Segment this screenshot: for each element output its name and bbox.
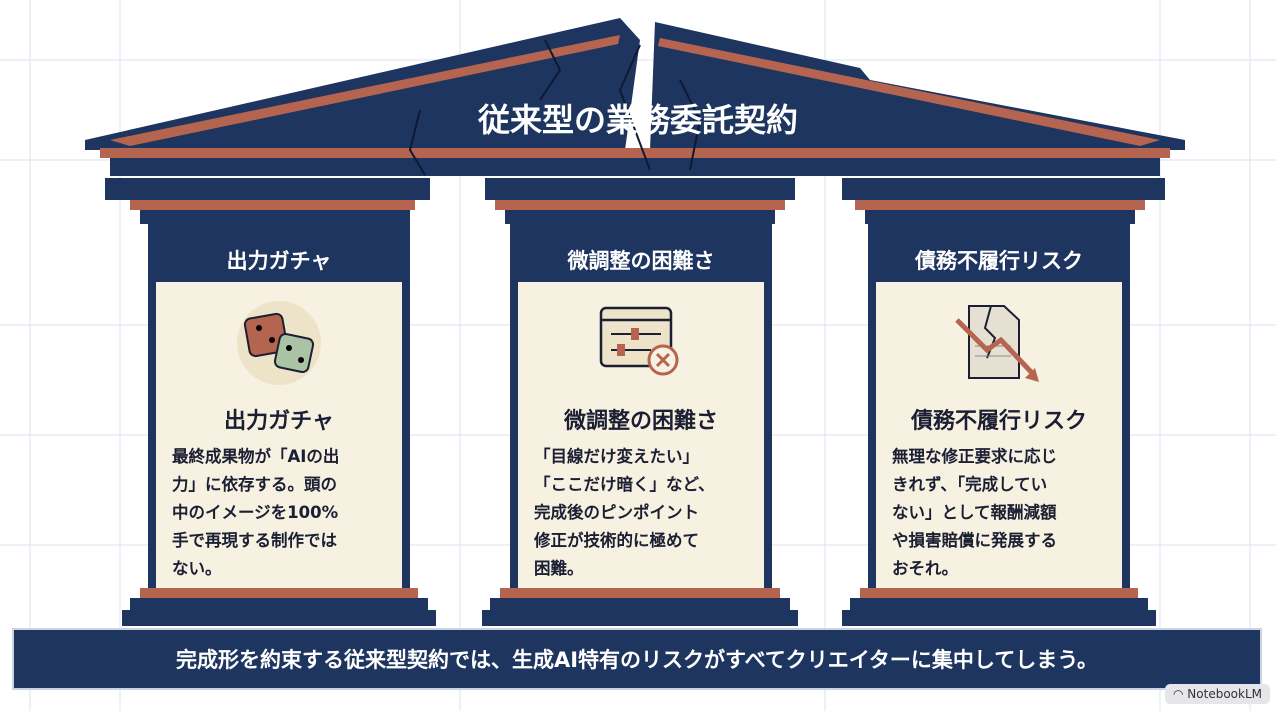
pillar-subtitle: 微調整の困難さ [563, 409, 718, 434]
conclusion-banner: 完成形を約束する従来型契約では、生成AI特有のリスクがすべてクリエイターに集中し… [12, 628, 1262, 690]
pillar-subtitle: 出力ガチャ [224, 409, 334, 434]
pillar-body: 無理な修正要求に応じ きれず、「完成してい ない」として報酬減額 や損害賠償に発… [892, 447, 1057, 578]
pillar-panel: 微調整の困難さ 「目線だけ変えたい」 「ここだけ暗く」など、 完成後のピンポイン… [518, 282, 764, 588]
pillar-header: 微調整の困難さ [518, 238, 764, 282]
page-title: 従来型の業務委託契約 [477, 101, 798, 139]
pillar-body: 最終成果物が「AIの出 力」に依存する。頭の 中のイメージを100% 手で再現す… [172, 447, 340, 578]
pillar-header: 債務不履行リスク [876, 238, 1122, 282]
slider-window-cancel-icon [518, 282, 764, 395]
pillar-body: 「目線だけ変えたい」 「ここだけ暗く」など、 完成後のピンポイント 修正が技術的… [534, 447, 715, 578]
pillar-output-gacha: 出力ガチャ 出力ガチャ 最終成果物が「AIの出 力」に依存する。頭の 中のイメー… [156, 238, 402, 588]
notebooklm-watermark: ◠ NotebookLM [1165, 684, 1270, 704]
pillar-header: 出力ガチャ [156, 238, 402, 282]
dice-icon [156, 282, 402, 395]
watermark-label: NotebookLM [1187, 687, 1262, 701]
broken-document-down-arrow-icon [876, 282, 1122, 395]
pillar-panel: 出力ガチャ 最終成果物が「AIの出 力」に依存する。頭の 中のイメージを100%… [156, 282, 402, 588]
pillar-fine-tuning: 微調整の困難さ 微調整の困難さ 「目線だけ変えたい」 「ここだけ暗く」など、 完… [518, 238, 764, 588]
roof-pediment [85, 18, 1185, 176]
pillar-default-risk: 債務不履行リスク 債務不履行リスク 無理な修正要求に応じ きれず、「完成してい … [876, 238, 1122, 588]
pillar-subtitle: 債務不履行リスク [910, 409, 1087, 434]
pillar-panel: 債務不履行リスク 無理な修正要求に応じ きれず、「完成してい ない」として報酬減… [876, 282, 1122, 588]
